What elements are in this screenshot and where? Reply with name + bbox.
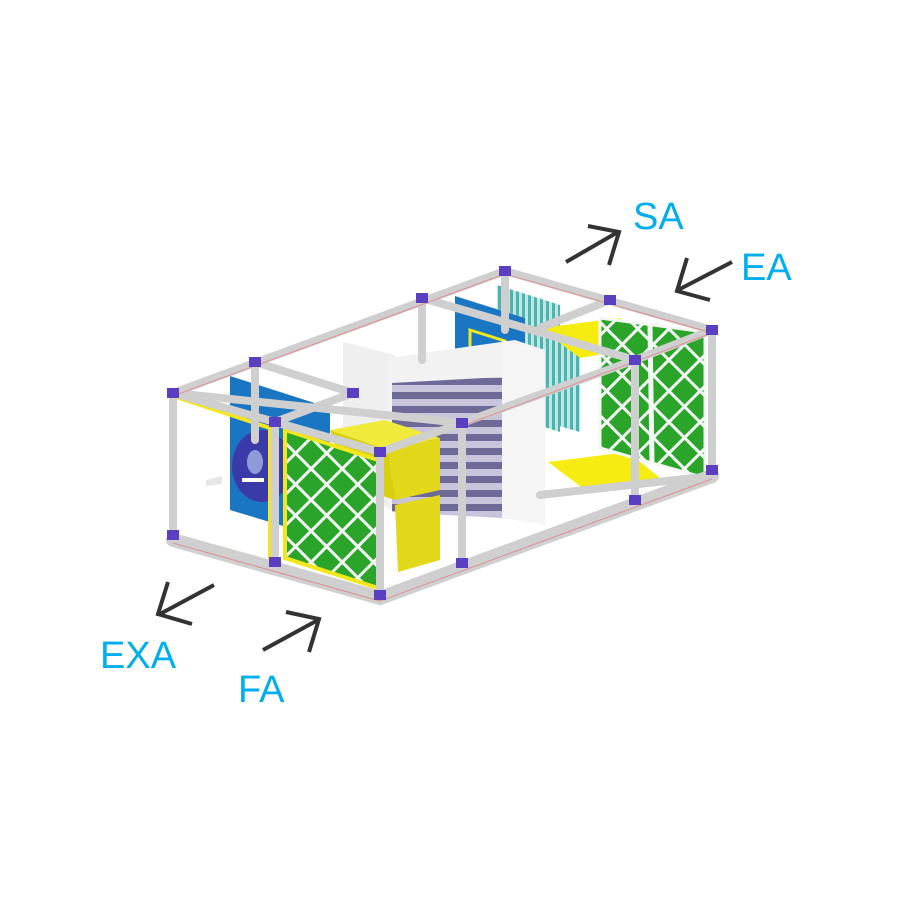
arrow-sa-icon	[565, 224, 622, 266]
label-supply-air: SA	[633, 196, 684, 238]
label-extract-air: EA	[741, 247, 792, 289]
arrow-exa-icon	[155, 581, 215, 626]
bag-filter-lower	[395, 495, 440, 572]
label-fresh-air: FA	[238, 669, 285, 711]
arrow-fa-icon	[262, 610, 322, 653]
label-exhaust-air: EXA	[100, 635, 177, 677]
fresh-air-filter	[285, 430, 378, 588]
arrow-ea-icon	[674, 257, 733, 302]
corner-joints	[167, 266, 718, 600]
